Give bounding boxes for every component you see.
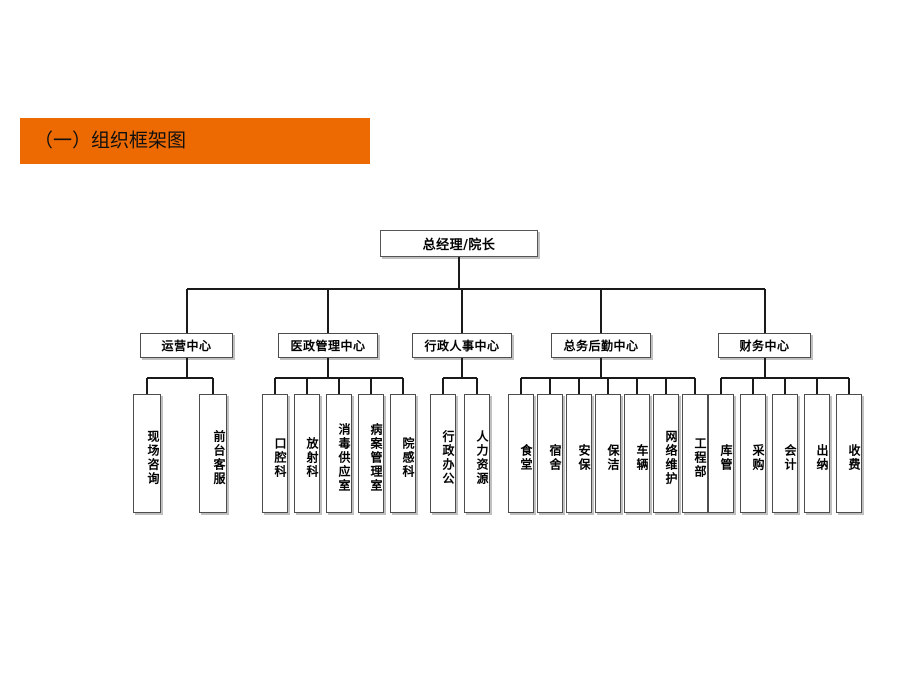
connector-leaf-drop bbox=[338, 378, 340, 394]
node-leaf-5-4-label: 出纳 bbox=[815, 443, 829, 472]
node-leaf-4-3-label: 安保 bbox=[577, 443, 591, 472]
connector-leaf-drop bbox=[694, 378, 696, 394]
node-leaf-1-2[interactable]: 前台客服 bbox=[199, 394, 227, 513]
node-leaf-4-1-label: 食堂 bbox=[519, 443, 533, 472]
connector-leaf-drop bbox=[636, 378, 638, 394]
node-center-3-label: 行政人事中心 bbox=[424, 339, 500, 353]
section-title-banner: （一）组织框架图 bbox=[20, 118, 370, 164]
node-leaf-2-4[interactable]: 病案管理室 bbox=[358, 394, 384, 513]
node-leaf-1-1[interactable]: 现场咨询 bbox=[133, 394, 161, 513]
connector-leaf-drop bbox=[306, 378, 308, 394]
connector-center-stem bbox=[461, 358, 463, 378]
node-center-1[interactable]: 运营中心 bbox=[140, 333, 233, 358]
connector-leaf-drop bbox=[848, 378, 850, 394]
node-leaf-4-4[interactable]: 保洁 bbox=[595, 394, 621, 513]
connector-center-drop bbox=[327, 289, 329, 333]
node-leaf-2-3-label: 消毒供应室 bbox=[337, 422, 351, 493]
connector-leaf-drop bbox=[520, 378, 522, 394]
connector-leaf-drop bbox=[476, 378, 478, 394]
node-leaf-4-6-label: 网络维护 bbox=[664, 429, 678, 486]
node-leaf-5-4[interactable]: 出纳 bbox=[804, 394, 830, 513]
node-leaf-5-3-label: 会计 bbox=[783, 443, 797, 472]
connector-leaf-drop bbox=[549, 378, 551, 394]
node-leaf-5-5[interactable]: 收费 bbox=[836, 394, 862, 513]
node-leaf-4-1[interactable]: 食堂 bbox=[508, 394, 534, 513]
node-center-5-label: 财务中心 bbox=[739, 339, 790, 353]
connector-leaf-drop bbox=[607, 378, 609, 394]
connector-leaf-drop bbox=[370, 378, 372, 394]
node-leaf-5-1-label: 库管 bbox=[719, 443, 733, 472]
connector-leaf-drop bbox=[442, 378, 444, 394]
node-leaf-4-3[interactable]: 安保 bbox=[566, 394, 592, 513]
node-leaf-2-2-label: 放射科 bbox=[305, 436, 319, 479]
connector-leaf-drop bbox=[578, 378, 580, 394]
connector-center-drop bbox=[185, 289, 188, 333]
node-leaf-1-1-label: 现场咨询 bbox=[146, 429, 160, 486]
node-leaf-2-5-label: 院感科 bbox=[401, 436, 415, 479]
node-root[interactable]: 总经理/院长 bbox=[380, 230, 538, 257]
node-leaf-2-3[interactable]: 消毒供应室 bbox=[326, 394, 352, 513]
connector-root-stem bbox=[458, 257, 460, 289]
node-leaf-4-2[interactable]: 宿舍 bbox=[537, 394, 563, 513]
node-leaf-2-1-label: 口腔科 bbox=[273, 436, 287, 479]
connector-leaf-drop bbox=[752, 378, 754, 394]
connector-center-stem bbox=[600, 358, 602, 378]
node-leaf-3-2-label: 人力资源 bbox=[475, 429, 489, 486]
node-root-label: 总经理/院长 bbox=[422, 238, 496, 253]
connector-center-drop bbox=[600, 289, 602, 333]
node-center-5[interactable]: 财务中心 bbox=[718, 333, 811, 358]
connector-leaf-drop bbox=[146, 378, 148, 394]
node-leaf-5-3[interactable]: 会计 bbox=[772, 394, 798, 513]
node-leaf-4-6[interactable]: 网络维护 bbox=[653, 394, 679, 513]
node-leaf-4-2-label: 宿舍 bbox=[548, 443, 562, 472]
node-center-4-label: 总务后勤中心 bbox=[563, 339, 639, 353]
connector-leaf-drop bbox=[816, 378, 818, 394]
node-leaf-2-5[interactable]: 院感科 bbox=[390, 394, 416, 513]
node-leaf-3-1[interactable]: 行政办公 bbox=[430, 394, 456, 513]
node-leaf-4-7-label: 工程部 bbox=[693, 436, 707, 479]
node-leaf-3-1-label: 行政办公 bbox=[441, 429, 455, 486]
connector-sub-bus bbox=[147, 377, 213, 379]
node-leaf-1-2-label: 前台客服 bbox=[212, 429, 226, 486]
connector-center-drop bbox=[461, 289, 463, 333]
node-center-4[interactable]: 总务后勤中心 bbox=[551, 333, 651, 358]
node-leaf-5-1[interactable]: 库管 bbox=[708, 394, 734, 513]
connector-leaf-drop bbox=[720, 378, 722, 394]
node-leaf-3-2[interactable]: 人力资源 bbox=[464, 394, 490, 513]
connector-sub-bus bbox=[443, 377, 477, 379]
connector-leaf-drop bbox=[402, 378, 404, 394]
node-leaf-5-5-label: 收费 bbox=[847, 443, 861, 472]
node-leaf-5-2-label: 采购 bbox=[751, 443, 765, 472]
node-leaf-2-4-label: 病案管理室 bbox=[369, 422, 383, 493]
page-title: （一）组织框架图 bbox=[34, 129, 187, 152]
node-leaf-4-5-label: 车辆 bbox=[635, 443, 649, 472]
node-leaf-5-2[interactable]: 采购 bbox=[740, 394, 766, 513]
node-leaf-4-4-label: 保洁 bbox=[606, 443, 620, 472]
connector-main-bus bbox=[186, 288, 765, 290]
connector-center-drop bbox=[763, 289, 766, 333]
connector-leaf-drop bbox=[274, 378, 276, 394]
connector-leaf-drop bbox=[212, 378, 214, 394]
node-center-2[interactable]: 医政管理中心 bbox=[278, 333, 378, 358]
connector-leaf-drop bbox=[784, 378, 786, 394]
node-center-1-label: 运营中心 bbox=[161, 339, 212, 353]
node-leaf-2-2[interactable]: 放射科 bbox=[294, 394, 320, 513]
node-leaf-4-5[interactable]: 车辆 bbox=[624, 394, 650, 513]
node-leaf-4-7[interactable]: 工程部 bbox=[682, 394, 708, 513]
node-center-3[interactable]: 行政人事中心 bbox=[412, 333, 512, 358]
connector-center-stem bbox=[327, 358, 329, 378]
node-leaf-2-1[interactable]: 口腔科 bbox=[262, 394, 288, 513]
connector-center-stem bbox=[763, 358, 766, 378]
node-center-2-label: 医政管理中心 bbox=[290, 339, 366, 353]
connector-center-stem bbox=[185, 358, 188, 378]
connector-leaf-drop bbox=[665, 378, 667, 394]
